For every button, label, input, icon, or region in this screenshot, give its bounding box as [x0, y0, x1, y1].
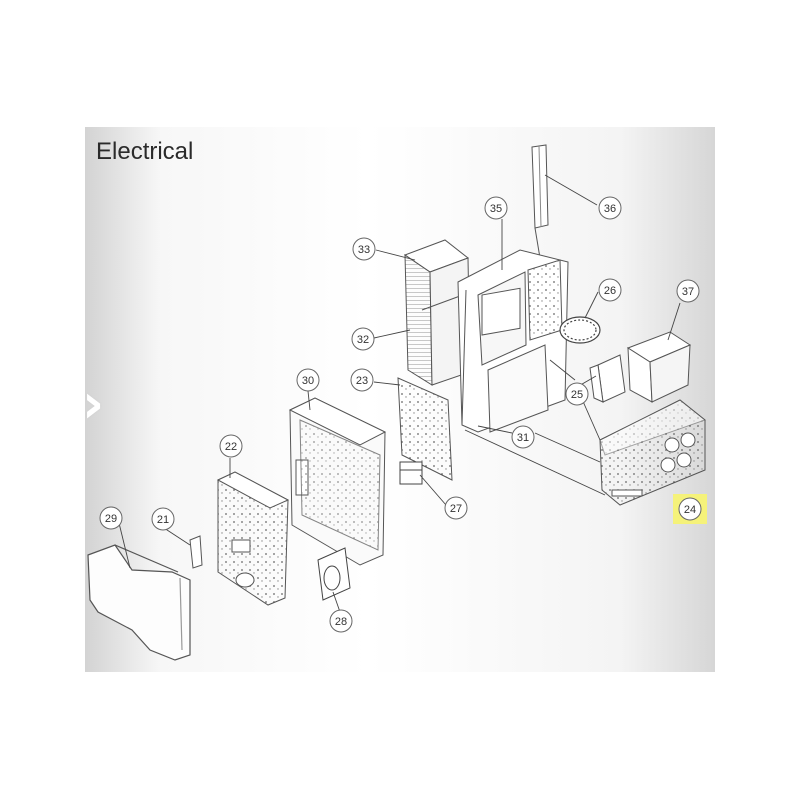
callout-31[interactable]: 31 — [511, 425, 535, 449]
svg-text:32: 32 — [357, 334, 369, 346]
svg-text:27: 27 — [450, 503, 462, 515]
part-29-front-cover — [87, 544, 191, 661]
callout-35[interactable]: 35 — [484, 196, 508, 220]
part-26-toroid-coil — [559, 316, 601, 344]
svg-text:29: 29 — [105, 513, 117, 525]
callout-24-highlighted[interactable]: 24 — [673, 494, 707, 524]
part-37-cover — [626, 331, 692, 403]
callout-21[interactable]: 21 — [151, 507, 175, 531]
part-24-power-board — [599, 399, 707, 506]
svg-text:25: 25 — [571, 389, 583, 401]
side-decoration-mark: › — [82, 372, 105, 435]
callout-37[interactable]: 37 — [676, 279, 700, 303]
callout-29[interactable]: 29 — [99, 506, 123, 530]
part-22-control-board — [216, 471, 290, 606]
part-28-motor — [317, 547, 351, 601]
callout-36[interactable]: 36 — [598, 196, 622, 220]
part-35-enclosure — [457, 249, 569, 433]
part-23-board — [397, 377, 453, 481]
svg-text:31: 31 — [517, 432, 529, 444]
page-title: Electrical — [96, 138, 194, 165]
callout-28[interactable]: 28 — [329, 609, 353, 633]
svg-text:33: 33 — [358, 244, 370, 256]
svg-text:28: 28 — [335, 616, 347, 628]
svg-text:23: 23 — [356, 375, 368, 387]
part-33-heatsink — [403, 239, 471, 386]
part-21-module — [189, 535, 203, 569]
callout-22[interactable]: 22 — [219, 434, 243, 458]
svg-text:30: 30 — [302, 375, 314, 387]
callout-33[interactable]: 33 — [352, 237, 376, 261]
svg-text:22: 22 — [225, 441, 237, 453]
callout-27[interactable]: 27 — [444, 496, 468, 520]
part-25-bracket — [589, 354, 626, 403]
callout-26[interactable]: 26 — [598, 278, 622, 302]
svg-text:35: 35 — [490, 203, 502, 215]
svg-text:36: 36 — [604, 203, 616, 215]
callout-32[interactable]: 32 — [351, 327, 375, 351]
part-36-rod — [531, 144, 549, 259]
callout-30[interactable]: 30 — [296, 368, 320, 392]
part-27-relay — [399, 461, 423, 485]
callout-23[interactable]: 23 — [350, 368, 374, 392]
svg-text:26: 26 — [604, 285, 616, 297]
callout-25[interactable]: 25 — [565, 382, 589, 406]
svg-text:37: 37 — [682, 286, 694, 298]
svg-text:24: 24 — [684, 504, 696, 516]
svg-text:21: 21 — [157, 514, 169, 526]
part-30-mounting-plate — [288, 397, 387, 566]
